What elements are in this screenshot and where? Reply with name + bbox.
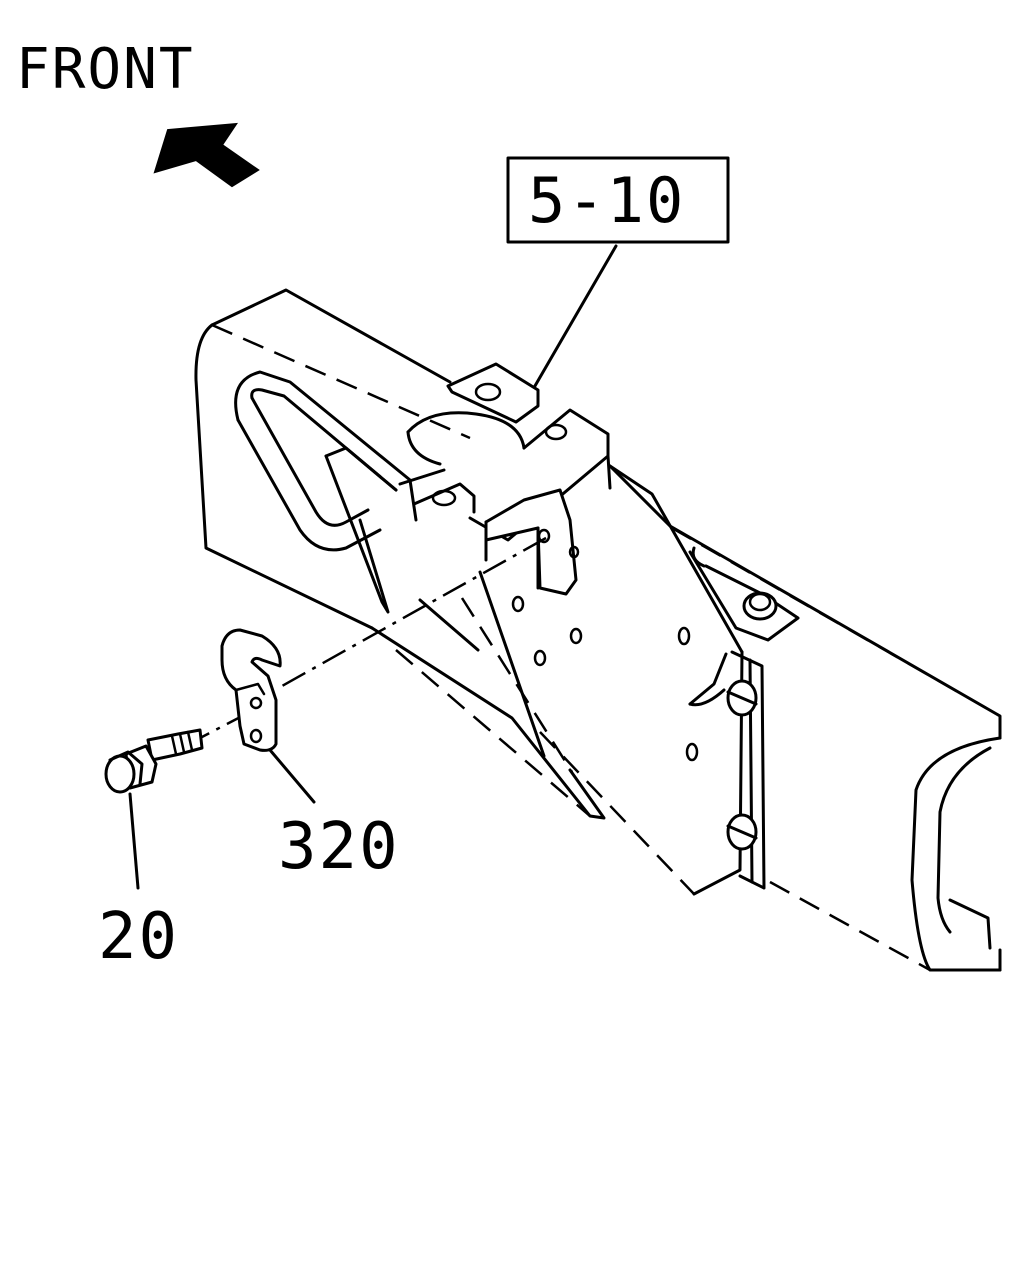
frame-assembly [194,288,1002,972]
rail-bolt-upper [726,679,758,717]
reference-leader-line [526,244,618,400]
reference-box[interactable]: 5-10 [506,156,730,244]
bolt-label[interactable]: 20 [98,900,179,974]
hook-bracket-label[interactable]: 320 [278,810,400,884]
hook-bracket-part[interactable] [220,628,282,752]
bracket-bolt [742,591,778,621]
front-label: FRONT [16,37,195,102]
bolt-part[interactable] [104,728,204,794]
reference-box-label: 5-10 [528,164,685,237]
front-direction-arrow-icon [153,122,260,188]
bolt-leader [128,792,140,890]
hook-bracket-leader [268,748,316,804]
install-centerline [281,536,547,688]
rail-bolt-lower [726,813,758,851]
